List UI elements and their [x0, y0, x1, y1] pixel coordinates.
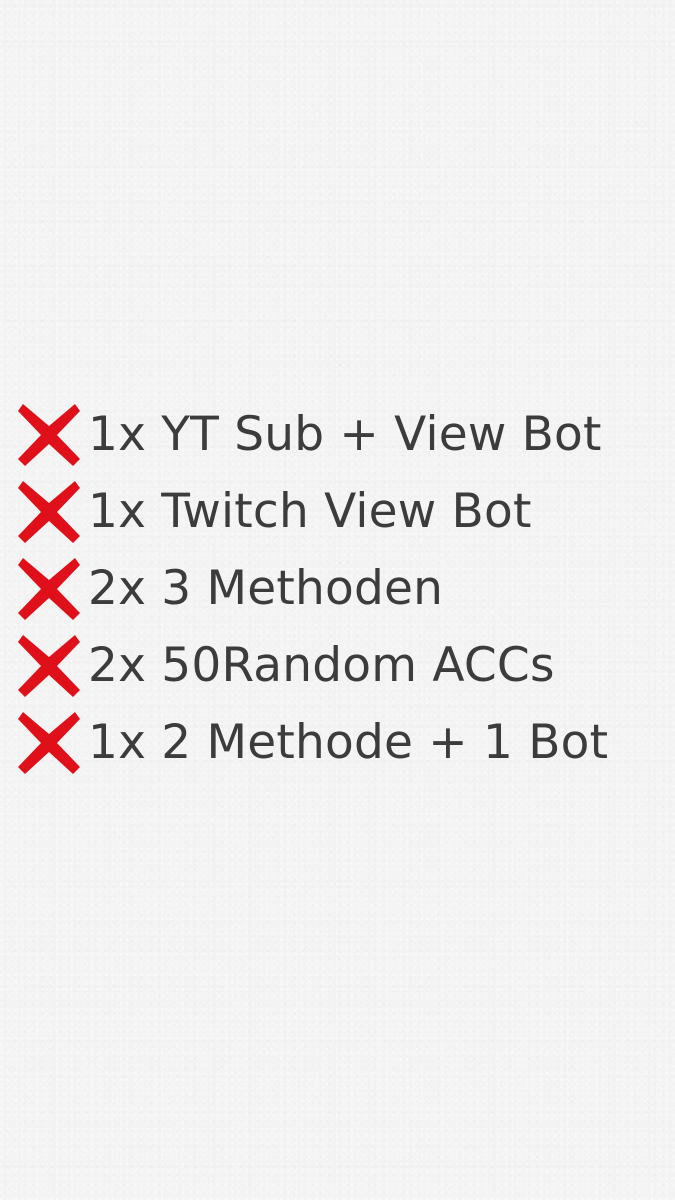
- list-item: 1x Twitch View Bot: [14, 473, 664, 550]
- cross-mark-icon: [14, 708, 84, 778]
- list-item: 2x 50Random ACCs: [14, 627, 664, 704]
- cross-mark-icon: [14, 631, 84, 701]
- list-item: 1x 2 Methode + 1 Bot: [14, 704, 664, 781]
- list-item-label: 1x 2 Methode + 1 Bot: [88, 715, 609, 770]
- list-item-label: 2x 3 Methoden: [88, 561, 444, 616]
- list-item-label: 2x 50Random ACCs: [88, 638, 555, 693]
- list-item-label: 1x Twitch View Bot: [88, 484, 532, 539]
- list-item-label: 1x YT Sub + View Bot: [88, 407, 602, 462]
- cross-mark-icon: [14, 554, 84, 624]
- cross-mark-icon: [14, 477, 84, 547]
- list-item: 1x YT Sub + View Bot: [14, 396, 664, 473]
- cross-mark-icon: [14, 400, 84, 470]
- list-item: 2x 3 Methoden: [14, 550, 664, 627]
- note-text-list[interactable]: 1x YT Sub + View Bot 1x Twitch View Bot …: [14, 396, 664, 781]
